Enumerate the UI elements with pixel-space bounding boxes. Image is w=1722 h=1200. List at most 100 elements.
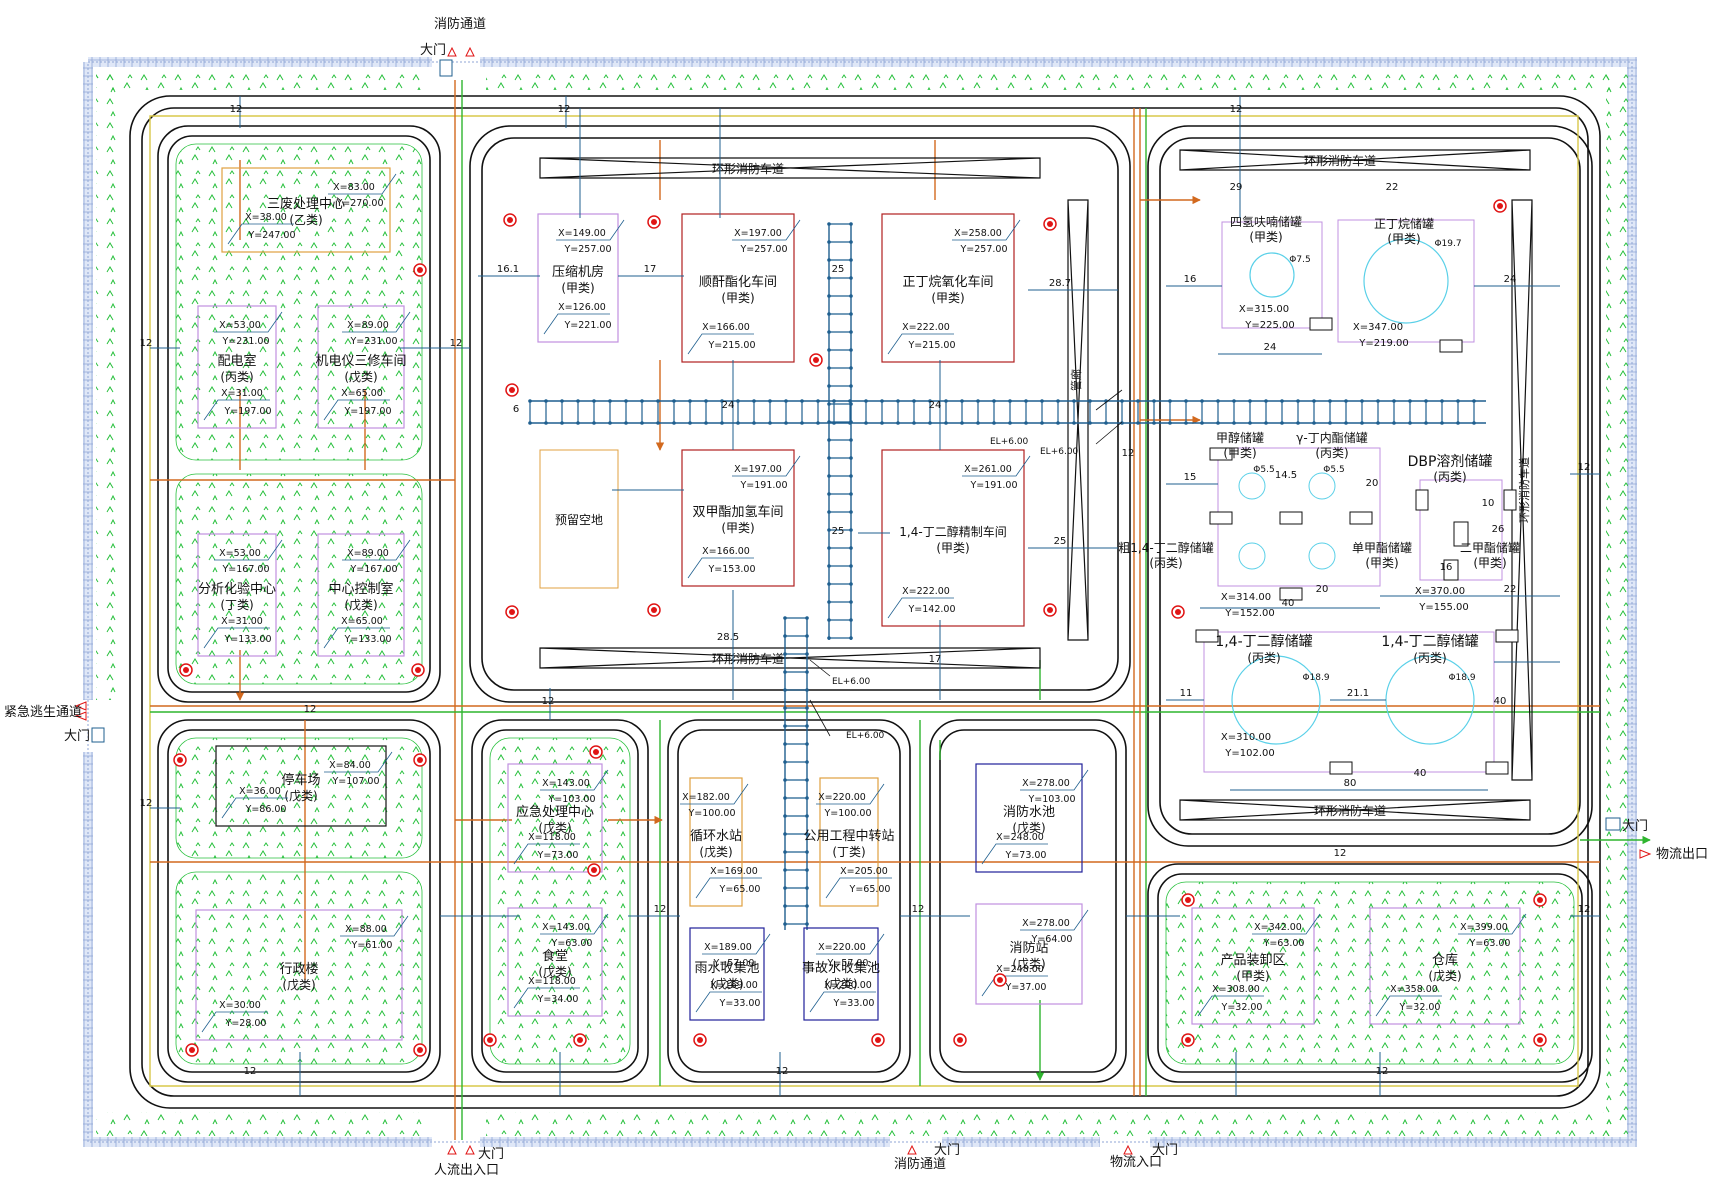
dim-12-c: 12 bbox=[140, 798, 153, 809]
compress-coord-y1: Y=257.00 bbox=[563, 244, 611, 255]
ctrl-name: 中心控制室 bbox=[328, 581, 393, 597]
waste-class: (乙类) bbox=[289, 213, 322, 227]
parking-coord-y1: Y=107.00 bbox=[331, 776, 379, 787]
fire-hydrant-icon bbox=[809, 353, 823, 367]
loading-coord-y2: Y=32.00 bbox=[1221, 1002, 1263, 1013]
dim-12-g: 12 bbox=[1122, 448, 1135, 459]
utility-coord-x1: X=220.00 bbox=[818, 792, 866, 803]
hydro-name: 双甲酯加氢车间 bbox=[692, 504, 783, 520]
firepool-coord-leader-1 bbox=[1020, 769, 1089, 791]
ctrl-coord-y2: Y=133.00 bbox=[343, 634, 391, 645]
anhydride-coord-leader-2 bbox=[687, 333, 754, 355]
cooling-coord-y2: Y=65.00 bbox=[719, 884, 761, 895]
elec-coord-x2: X=31.00 bbox=[221, 388, 263, 399]
dme-tank-class: (甲类) bbox=[1473, 556, 1506, 570]
ctrl-class: (戊类) bbox=[344, 598, 377, 612]
gate-bottom-1-label: 大门 bbox=[478, 1147, 504, 1162]
ring-road-label-1: 环形消防车道 bbox=[712, 161, 784, 176]
reserved-land-label: 预留空地 bbox=[555, 513, 603, 527]
lab-class: (丁类) bbox=[220, 598, 253, 612]
bdo-coord-leader-1 bbox=[962, 455, 1031, 477]
dim-80: 80 bbox=[1344, 778, 1357, 789]
thf-class: (甲类) bbox=[931, 291, 964, 305]
compress-name: 压缩机房 bbox=[552, 264, 604, 280]
thf-tank-x: X=315.00 bbox=[1239, 304, 1289, 315]
butane-tank-class: (甲类) bbox=[1387, 232, 1420, 246]
bdo-coord-x1: X=261.00 bbox=[964, 464, 1012, 475]
pipe-rack-south bbox=[783, 616, 809, 930]
utility-coord-y2: Y=65.00 bbox=[849, 884, 891, 895]
el-label-3: EL+6.00 bbox=[832, 677, 871, 687]
loading-outline bbox=[1191, 907, 1315, 1025]
dim-12-d: 12 bbox=[230, 104, 243, 115]
parking-name: 停车场 bbox=[281, 772, 320, 788]
compress-coord-leader-1 bbox=[556, 219, 625, 241]
anhydride-name: 顺酐酯化车间 bbox=[699, 274, 777, 290]
elec-coord-y2: Y=197.00 bbox=[223, 406, 271, 417]
hydro-coord-x2: X=166.00 bbox=[702, 546, 750, 557]
canteen-coord-y1: Y=63.00 bbox=[551, 938, 593, 949]
compress-coord-y2: Y=221.00 bbox=[563, 320, 611, 331]
bdo-class: (甲类) bbox=[936, 541, 969, 555]
admin-name: 行政楼 bbox=[279, 962, 318, 977]
repair-coord-leader-1 bbox=[342, 311, 411, 333]
gbl-tank-1 bbox=[1308, 472, 1336, 500]
ring-road-label-2: 环形消防车道 bbox=[712, 651, 784, 666]
bdo-tank-2-name: 1,4-丁二醇储罐 bbox=[1381, 633, 1478, 650]
dim-20-a: 20 bbox=[1366, 478, 1379, 489]
loading-coord-leader-2 bbox=[1197, 995, 1264, 1017]
dim-12-f: 12 bbox=[1230, 104, 1243, 115]
dim-16: 16 bbox=[1184, 274, 1197, 285]
fire-hydrant-icon bbox=[587, 863, 601, 877]
warehouse-coord-y2: Y=32.00 bbox=[1399, 1002, 1441, 1013]
elec-coord-x1: X=53.00 bbox=[219, 320, 261, 331]
fire-hydrant-icon bbox=[693, 1033, 707, 1047]
anhydride-class: (甲类) bbox=[721, 291, 754, 305]
loading-coord-leader-1 bbox=[1252, 913, 1321, 935]
el-label-1: EL+6.00 bbox=[990, 437, 1029, 447]
dim-24-a: 24 bbox=[722, 400, 735, 411]
warehouse-name: 仓库 bbox=[1432, 952, 1458, 968]
admin-coord-y2: Y=28.00 bbox=[225, 1018, 267, 1029]
waste-coord-y2: Y=247.00 bbox=[247, 230, 295, 241]
elec-name: 配电室 bbox=[217, 353, 256, 369]
reserved-land bbox=[539, 449, 619, 589]
people-entrance-label: 人流出入口 bbox=[434, 1163, 499, 1178]
butane-tank-circle bbox=[1363, 238, 1449, 324]
green-areas bbox=[96, 70, 1628, 1136]
rainpool-coord-leader-1 bbox=[702, 933, 771, 955]
elec-coord-y1: Y=231.00 bbox=[221, 336, 269, 347]
canteen-coord-x1: X=143.00 bbox=[542, 922, 590, 933]
dim-25-c: 25 bbox=[1054, 536, 1067, 547]
fire-hydrant-icon bbox=[573, 1033, 587, 1047]
logistics-entrance-label: 物流入口 bbox=[1110, 1155, 1162, 1170]
gate-right-box bbox=[1605, 817, 1621, 831]
methanol-tank-1 bbox=[1238, 472, 1266, 500]
pipe-rack-cross bbox=[827, 222, 853, 640]
fire-hydrant-icon bbox=[647, 603, 661, 617]
dim-12-m: 12 bbox=[244, 1066, 257, 1077]
gates bbox=[74, 46, 1652, 1155]
cooling-coord-x1: X=182.00 bbox=[682, 792, 730, 803]
cooling-coord-leader-2 bbox=[695, 877, 762, 899]
utility-coord-x2: X=205.00 bbox=[840, 866, 888, 877]
fire-hydrant-icon bbox=[1043, 603, 1057, 617]
loading-coord-y1: Y=63.00 bbox=[1263, 938, 1305, 949]
dim-21-1: 21.1 bbox=[1347, 688, 1369, 699]
crude-bdo-tank-class: (丙类) bbox=[1149, 556, 1182, 570]
elec-class: (丙类) bbox=[220, 370, 253, 384]
admin-coord-y1: Y=61.00 bbox=[351, 940, 393, 951]
cooling-coord-leader-1 bbox=[680, 783, 749, 805]
pipe-routes bbox=[149, 80, 1651, 1140]
emerg-outline bbox=[507, 763, 603, 873]
canteen-coord-leader-2 bbox=[513, 987, 580, 1009]
fire-hydrant-icon bbox=[505, 383, 519, 397]
firepool-coord-y2: Y=73.00 bbox=[1005, 850, 1047, 861]
compress-outline bbox=[537, 213, 619, 343]
pipe-rack-main bbox=[528, 399, 1486, 425]
rainpool-name: 雨水收集池 bbox=[694, 960, 759, 976]
anhydride-coord-leader-1 bbox=[732, 219, 801, 241]
people-gate-arrow bbox=[447, 1144, 475, 1155]
ring-road-label-5: 环形消防车道 bbox=[1517, 457, 1531, 523]
canteen-outline bbox=[507, 907, 603, 1017]
